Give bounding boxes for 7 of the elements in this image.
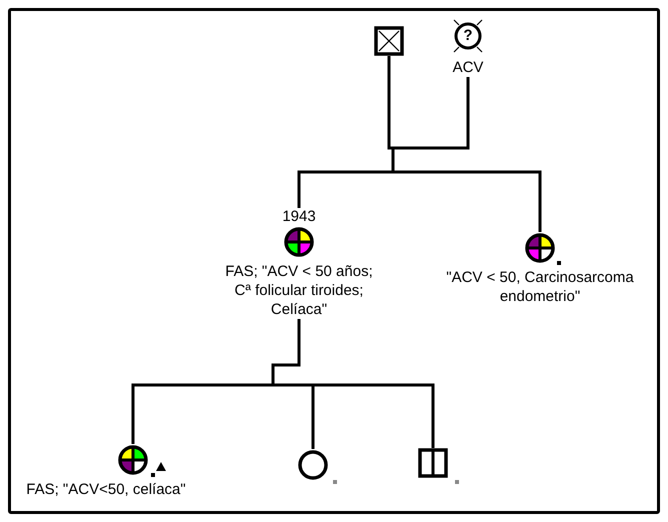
person-annotation: FAS; "ACV < 50 años; Cª folicular tiroides; Celíaca" bbox=[224, 262, 374, 319]
pedigree-line bbox=[272, 319, 434, 448]
birth-year: 1943 bbox=[281, 208, 317, 226]
question-mark: ? bbox=[462, 27, 474, 45]
person-annotation: ACV bbox=[452, 58, 484, 77]
person-annotation: "ACV < 50, Carcinosarcoma endometrio" bbox=[445, 268, 635, 306]
person-annotation: FAS; "ACV<50, celíaca" bbox=[25, 480, 187, 499]
